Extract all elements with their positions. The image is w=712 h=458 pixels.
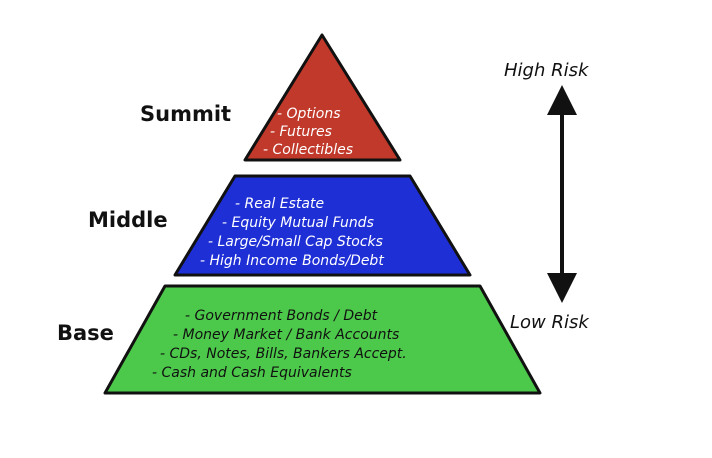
middle-item: - Real Estate (235, 196, 324, 212)
base-trapezoid (103, 284, 542, 395)
base-item: - Money Market / Bank Accounts (173, 327, 399, 343)
middle-tier: Middle - Real Estate - Equity Mutual Fun… (88, 174, 472, 277)
middle-item: - High Income Bonds/Debt (200, 253, 384, 269)
base-label: Base (57, 321, 114, 345)
middle-item: - Equity Mutual Funds (222, 215, 374, 231)
summit-item: - Options (277, 106, 341, 122)
low-risk-label: Low Risk (510, 312, 590, 333)
middle-label: Middle (88, 208, 168, 232)
base-item: - Government Bonds / Debt (185, 308, 378, 324)
summit-tier: Summit - Options - Futures - Collectible… (140, 33, 402, 162)
summit-label: Summit (140, 102, 231, 126)
risk-scale: High Risk Low Risk (504, 60, 590, 333)
base-tier: Base - Government Bonds / Debt - Money M… (57, 284, 542, 395)
base-item: - Cash and Cash Equivalents (152, 365, 352, 381)
high-risk-label: High Risk (504, 60, 590, 81)
summit-item: - Futures (270, 124, 332, 140)
summit-item: - Collectibles (263, 142, 353, 158)
summit-triangle (243, 33, 402, 162)
down-arrowhead-icon (547, 273, 577, 303)
up-arrowhead-icon (547, 85, 577, 115)
middle-trapezoid (173, 174, 472, 277)
middle-item: - Large/Small Cap Stocks (208, 234, 383, 250)
base-item: - CDs, Notes, Bills, Bankers Accept. (160, 346, 407, 362)
